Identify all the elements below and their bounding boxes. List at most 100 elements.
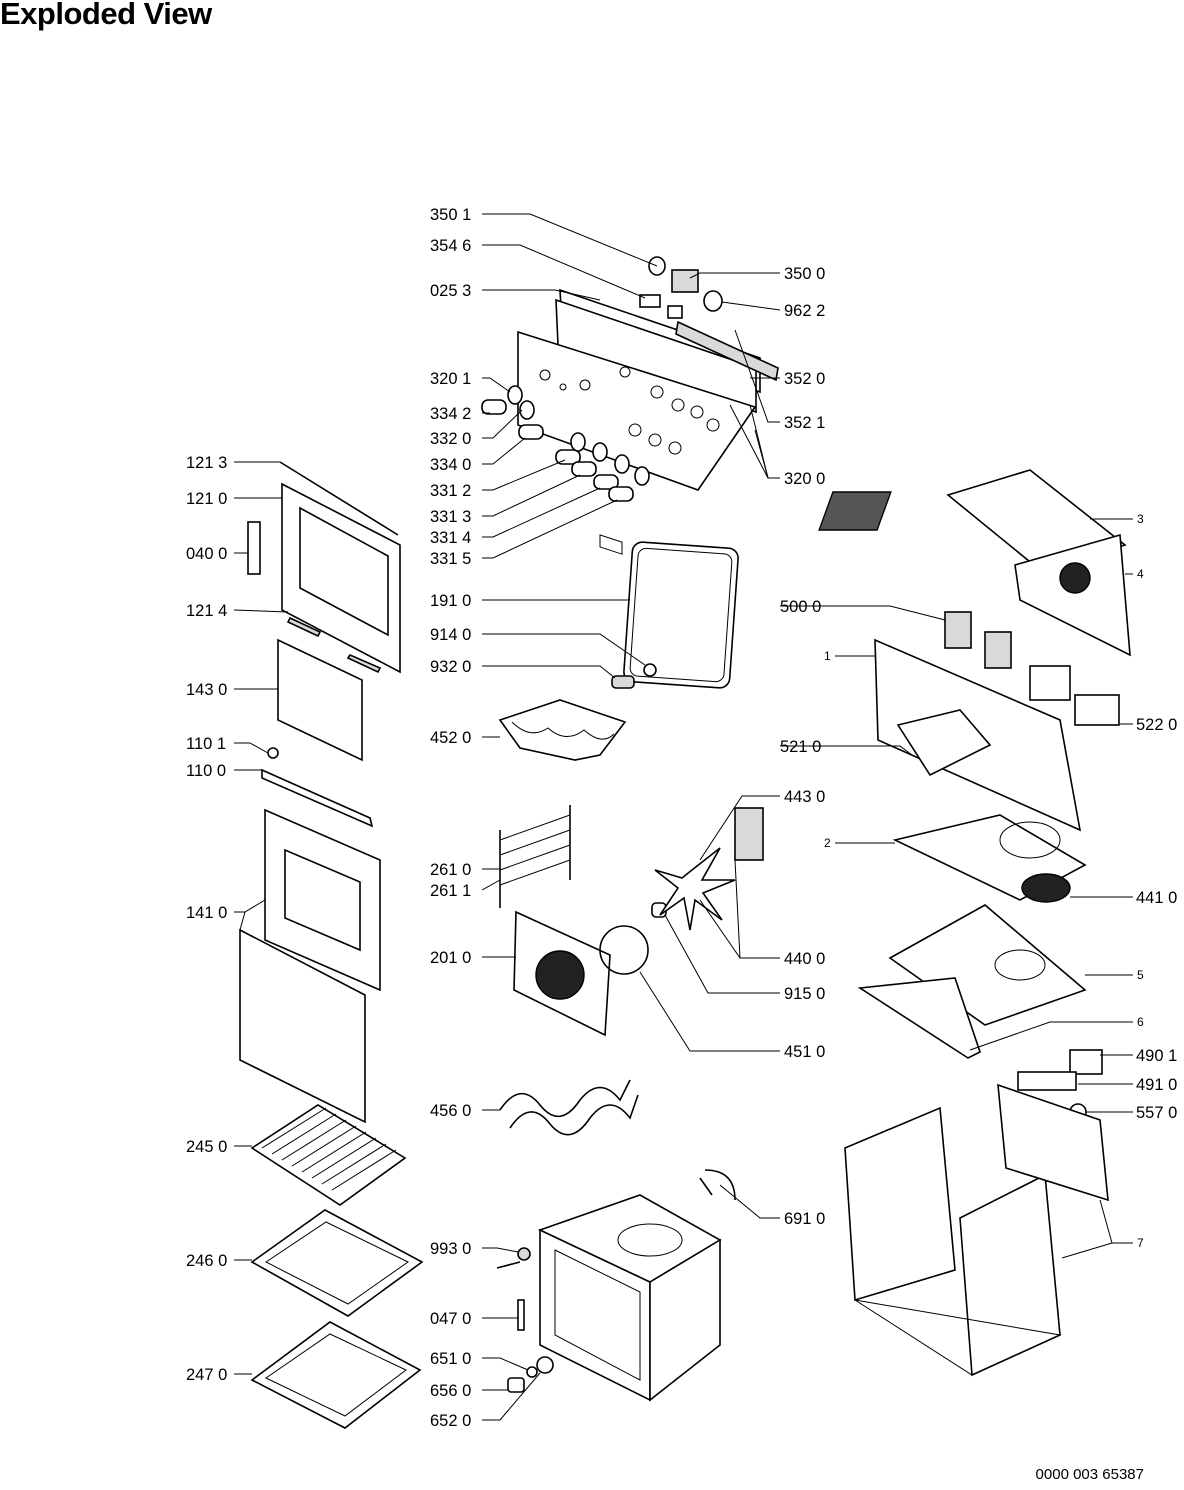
page-title: Exploded View xyxy=(0,0,212,31)
label-143-0: 143 0 xyxy=(186,681,227,699)
label-331-4: 331 4 xyxy=(430,529,471,547)
label-5: 5 xyxy=(1137,968,1144,982)
label-6: 6 xyxy=(1137,1015,1144,1029)
document-code: 0000 003 65387 xyxy=(1035,1466,1144,1483)
part-652-0 xyxy=(536,1356,554,1374)
tray-246-0 xyxy=(250,1209,424,1317)
clock-knob-962-2 xyxy=(703,290,723,312)
side-panel-7b xyxy=(959,1173,1061,1377)
label-3: 3 xyxy=(1137,512,1144,526)
lamp-914-0 xyxy=(643,663,657,677)
label-491-0: 491 0 xyxy=(1136,1076,1177,1094)
label-350-1: 350 1 xyxy=(430,206,471,224)
switch-521-0 xyxy=(896,709,992,777)
switch-500-0 xyxy=(944,611,972,649)
label-246-0: 246 0 xyxy=(186,1252,227,1270)
control-panel-knob-holes xyxy=(539,366,720,455)
part-656-0 xyxy=(507,1377,525,1393)
label-500-0: 500 0 xyxy=(780,598,821,616)
label-652-0: 652 0 xyxy=(430,1412,471,1430)
label-691-0: 691 0 xyxy=(784,1210,825,1228)
label-914-0: 914 0 xyxy=(430,626,471,644)
label-040-0: 040 0 xyxy=(186,545,227,563)
label-261-0: 261 0 xyxy=(430,861,471,879)
label-352-0: 352 0 xyxy=(784,370,825,388)
part-490-1 xyxy=(1069,1049,1103,1075)
leader-lines xyxy=(233,213,1133,1421)
label-521-0: 521 0 xyxy=(780,738,821,756)
door-inner-glass xyxy=(239,928,366,1124)
label-334-0: 334 0 xyxy=(430,456,471,474)
label-121-4: 121 4 xyxy=(186,602,227,620)
label-522-0: 522 0 xyxy=(1136,716,1177,734)
label-110-0: 110 0 xyxy=(186,762,226,780)
label-962-2: 962 2 xyxy=(784,302,825,320)
grill-element-452-0 xyxy=(498,699,627,761)
rear-panel-4 xyxy=(1014,533,1131,657)
lamp-cover-932-0 xyxy=(611,675,635,689)
display-window xyxy=(599,534,623,555)
label-354-6: 354 6 xyxy=(430,237,471,255)
label-191-0: 191 0 xyxy=(430,592,471,610)
label-443-0: 443 0 xyxy=(784,788,825,806)
label-331-3: 331 3 xyxy=(430,508,471,526)
label-557-0: 557 0 xyxy=(1136,1104,1177,1122)
screw-993-0 xyxy=(517,1247,531,1261)
label-651-0: 651 0 xyxy=(430,1350,471,1368)
door-top-trim xyxy=(279,461,399,536)
probe-691-0 xyxy=(699,1169,736,1201)
cavity-parts-group xyxy=(496,541,764,1402)
module-522-0 xyxy=(1029,665,1071,701)
label-047-0: 047 0 xyxy=(430,1310,471,1328)
label-350-0: 350 0 xyxy=(784,265,825,283)
label-440-0: 440 0 xyxy=(784,950,825,968)
label-245-0: 245 0 xyxy=(186,1138,227,1156)
cavity-side xyxy=(649,1238,721,1402)
label-452-0: 452 0 xyxy=(430,729,471,747)
knobs xyxy=(481,385,650,502)
label-352-1: 352 1 xyxy=(784,414,825,432)
label-121-0: 121 0 xyxy=(186,490,227,508)
fan-441-0 xyxy=(1021,873,1071,903)
hinge-040-0 xyxy=(247,521,261,575)
label-141-0: 141 0 xyxy=(186,904,227,922)
outer-door-window xyxy=(284,848,361,952)
heating-element-456-0 xyxy=(499,1079,631,1118)
label-201-0: 201 0 xyxy=(430,949,471,967)
housing-group xyxy=(818,469,1131,1377)
label-247-0: 247 0 xyxy=(186,1366,227,1384)
label-4: 4 xyxy=(1137,567,1144,581)
label-656-0: 656 0 xyxy=(430,1382,471,1400)
label-331-2: 331 2 xyxy=(430,482,471,500)
fan-blade-440-0 xyxy=(654,847,736,931)
shelf-supports-261 xyxy=(499,805,571,908)
label-441-0: 441 0 xyxy=(1136,889,1177,907)
back-plate-7 xyxy=(997,1083,1109,1202)
trays-group xyxy=(250,1104,424,1429)
label-490-1: 490 1 xyxy=(1136,1047,1177,1065)
part-651-0 xyxy=(526,1366,538,1378)
fascia-plate xyxy=(555,298,757,414)
label-110-1: 110 1 xyxy=(186,735,226,753)
part-491-0 xyxy=(1017,1071,1077,1091)
fan-element-451-0 xyxy=(599,925,649,975)
plate-6 xyxy=(857,977,981,1059)
label-261-1: 261 1 xyxy=(430,882,471,900)
door-seal-191-0 xyxy=(623,541,739,689)
fan-grille xyxy=(535,950,585,1000)
label-1: 1 xyxy=(824,649,831,663)
label-332-0: 332 0 xyxy=(430,430,471,448)
control-panel-group xyxy=(481,256,779,555)
label-451-0: 451 0 xyxy=(784,1043,825,1061)
top-cover-3 xyxy=(946,469,1127,571)
label-121-3: 121 3 xyxy=(186,454,227,472)
door-handle-110-0 xyxy=(261,768,374,828)
label-320-0: 320 0 xyxy=(784,470,825,488)
clock-window xyxy=(667,305,683,319)
label-915-0: 915 0 xyxy=(784,985,825,1003)
clock-unit-350-0 xyxy=(671,269,699,293)
handle-bracket-110-1 xyxy=(267,747,279,759)
part-labels: 350 1 354 6 025 3 350 0 962 2 352 0 352 … xyxy=(186,206,1177,1430)
label-334-2: 334 2 xyxy=(430,405,471,423)
